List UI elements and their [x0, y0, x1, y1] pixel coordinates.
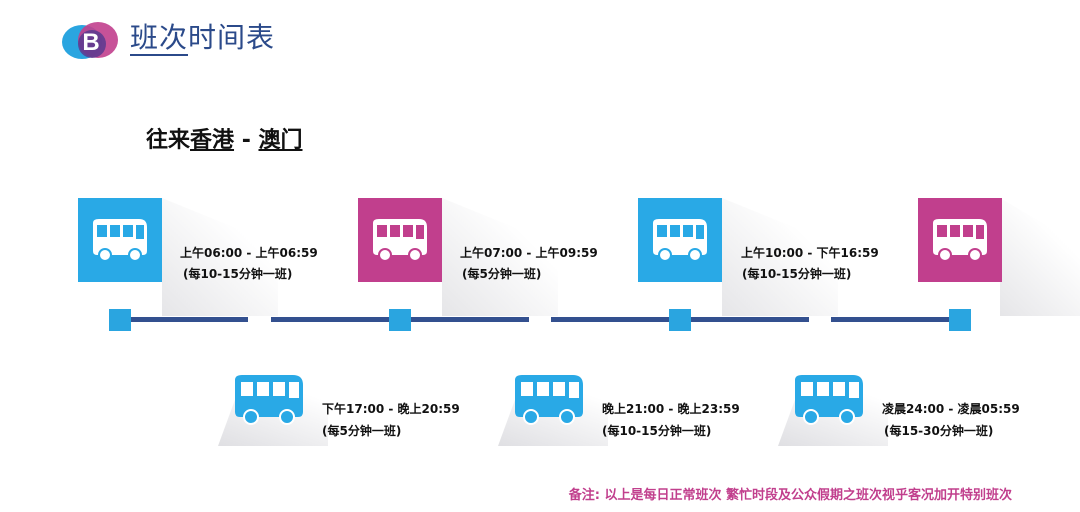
timeline-node [669, 309, 691, 331]
schedule-card-3 [638, 198, 722, 282]
schedule-card-6 [506, 356, 592, 442]
brand-logo-icon: B [62, 22, 118, 59]
page-title: 班次时间表 [130, 21, 276, 54]
schedule-frequency: (每10-15分钟一班) [602, 424, 712, 438]
schedule-time: 上午10:00 - 下午16:59 [741, 246, 879, 260]
bus-icon [653, 219, 707, 262]
timeline-node [109, 309, 131, 331]
schedule-card-4 [918, 198, 1002, 282]
timeline-segment [118, 317, 248, 322]
schedule-time: 上午07:00 - 上午09:59 [460, 246, 598, 260]
bus-icon [515, 375, 583, 425]
schedule-time: 上午06:00 - 上午06:59 [180, 246, 318, 260]
title-underline [130, 54, 188, 56]
card-shadow [1000, 198, 1080, 316]
schedule-time: 下午17:00 - 晚上20:59 [322, 402, 460, 416]
route-heading: 往来香港 - 澳门 [146, 128, 303, 153]
bus-icon [93, 219, 147, 262]
bus-icon [933, 219, 987, 262]
bus-icon [373, 219, 427, 262]
schedule-time: 凌晨24:00 - 凌晨05:59 [882, 402, 1020, 416]
schedule-card-7 [786, 356, 872, 442]
svg-text:B: B [82, 29, 99, 56]
footer-note: 备注: 以上是每日正常班次 繁忙时段及公众假期之班次视乎客况加开特别班次 [568, 488, 1012, 503]
schedule-card-2 [358, 198, 442, 282]
schedule-frequency: (每10-15分钟一班) [742, 267, 852, 281]
bus-icon [795, 375, 863, 425]
timeline-node [949, 309, 971, 331]
schedule-frequency: (每5分钟一班) [322, 424, 402, 438]
schedule-frequency: (每5分钟一班) [462, 267, 542, 281]
schedule-frequency: (每15-30分钟一班) [884, 424, 994, 438]
bus-icon [235, 375, 303, 425]
schedule-card-5 [226, 356, 312, 442]
timeline-node [389, 309, 411, 331]
schedule-card-1 [78, 198, 162, 282]
schedule-frequency: (每10-15分钟一班) [183, 267, 293, 281]
timeline-segment [831, 317, 971, 322]
schedule-time: 晚上21:00 - 晚上23:59 [602, 402, 740, 416]
